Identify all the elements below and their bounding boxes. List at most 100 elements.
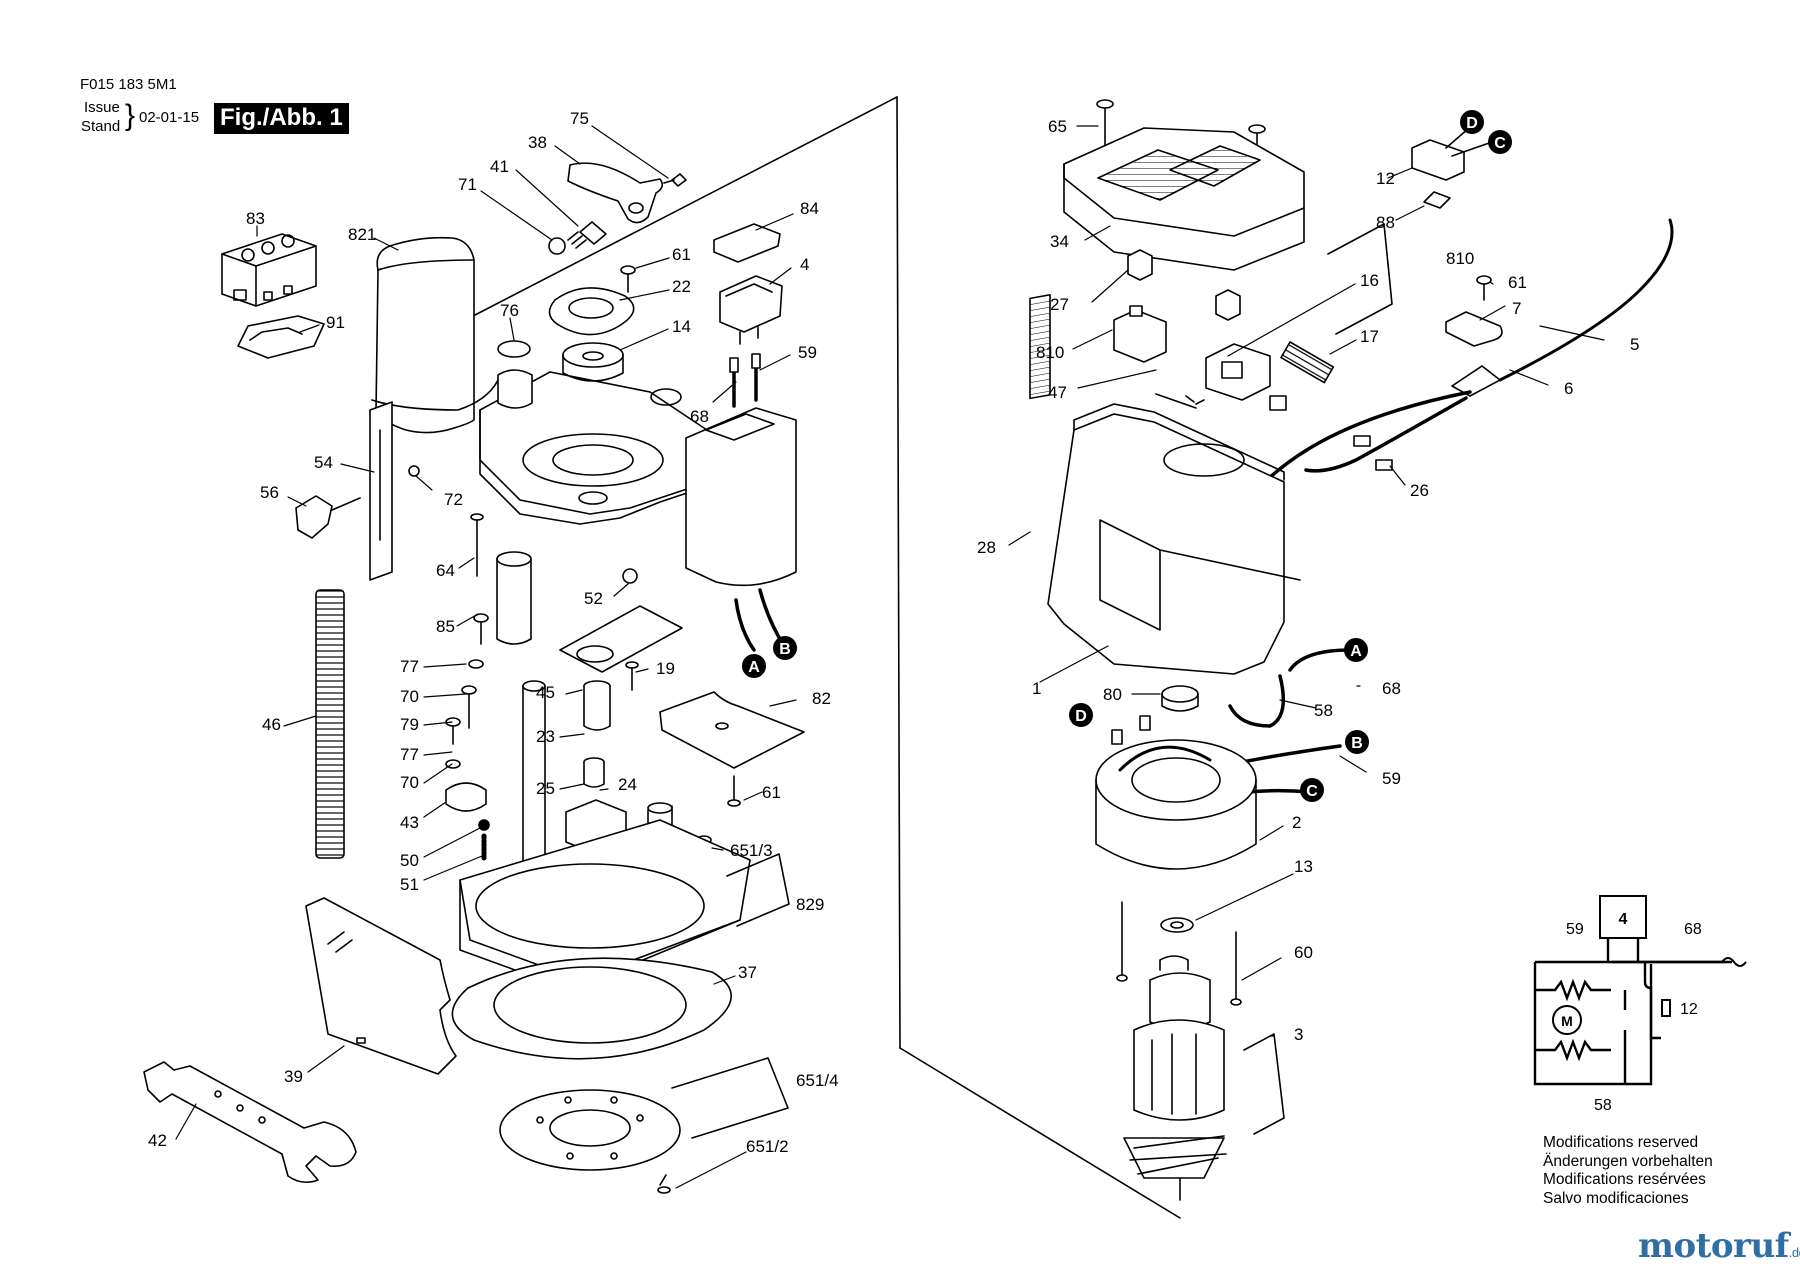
- callout: 28: [977, 538, 996, 557]
- capacitor-12: [1411, 121, 1493, 181]
- callout: 651/2: [746, 1137, 789, 1156]
- callout: 1: [1032, 679, 1041, 698]
- figure-label: Fig./Abb. 1: [214, 103, 349, 134]
- wire-58: [1228, 674, 1286, 728]
- brush-holder-810a: [1113, 305, 1167, 363]
- base-plate-37: [451, 957, 732, 1060]
- ball-50: [478, 819, 490, 831]
- small-parts-stack: [445, 613, 489, 769]
- svg-text:B: B: [1351, 735, 1363, 752]
- callout: 37: [738, 963, 757, 982]
- svg-text:B: B: [779, 641, 791, 658]
- callout: 77: [400, 745, 419, 764]
- callout: 54: [314, 453, 333, 472]
- callout-labels: 75 38 41 71 83 821 84 61 22 4 14 76 91 5…: [148, 109, 1639, 1156]
- screw-41: [567, 221, 607, 249]
- depth-lever-38: [567, 162, 664, 224]
- callout: 41: [490, 157, 509, 176]
- callout: 64: [436, 561, 455, 580]
- callout: 42: [148, 1131, 167, 1150]
- knob-56: [295, 495, 361, 539]
- svg-text:C: C: [1306, 783, 1318, 800]
- connector-c-right: C: [1300, 778, 1324, 802]
- issue-date: 02-01-15: [139, 109, 200, 126]
- guide-plate-82: [659, 691, 805, 769]
- callout: 52: [584, 589, 603, 608]
- note-line-fr: Modifications resérvées: [1543, 1171, 1706, 1188]
- callout: 91: [326, 313, 345, 332]
- callout: 88: [1376, 213, 1395, 232]
- callout: 46: [262, 715, 281, 734]
- callout: 39: [284, 1067, 303, 1086]
- terminal-block-83: [221, 233, 317, 307]
- bearing-80: [1161, 685, 1199, 712]
- note-line-es: Salvo modificaciones: [1543, 1189, 1689, 1207]
- callout: 38: [528, 133, 547, 152]
- callout: 17: [1360, 327, 1379, 346]
- connector-d-right: D: [1069, 703, 1093, 727]
- callout: 59: [1382, 769, 1401, 788]
- callout: 24: [618, 775, 637, 794]
- brush: [1269, 395, 1287, 411]
- screws-60: [1116, 901, 1242, 1006]
- motor-housing-top: [479, 371, 711, 525]
- switch-housing: [685, 407, 797, 652]
- wiring-schematic: 4 M 59 68 58 12: [1533, 895, 1747, 1114]
- callout: 25: [536, 779, 555, 798]
- spring-46: [315, 589, 345, 859]
- screw-19: [625, 661, 639, 691]
- callout: 4: [800, 255, 809, 274]
- callout: 651/4: [796, 1071, 839, 1090]
- callout: 79: [400, 715, 419, 734]
- callout: 26: [1410, 481, 1429, 500]
- callout: 61: [762, 783, 781, 802]
- schematic-label-58: 58: [1594, 1097, 1612, 1114]
- wrench-42: [143, 1061, 357, 1184]
- connector-d-top: D: [1460, 110, 1484, 134]
- part-88: [1423, 191, 1451, 209]
- svg-text:D: D: [1075, 708, 1087, 725]
- armature-3: [1123, 955, 1227, 1201]
- depth-rod-54: [369, 401, 393, 581]
- base-829: [459, 680, 751, 991]
- screw-64: [470, 513, 484, 577]
- callout: 829: [796, 895, 824, 914]
- connectors-26: [1353, 435, 1393, 471]
- section-divider: [414, 96, 1181, 1219]
- terminal-cover-91: [237, 315, 325, 359]
- callout: 60: [1294, 943, 1313, 962]
- bearing-plate-22: [548, 287, 635, 336]
- chip-guard-39: [305, 897, 457, 1075]
- motor-housing-1: [1047, 403, 1301, 675]
- screw-75: [663, 173, 687, 187]
- callout: 51: [400, 875, 419, 894]
- note-line-de: Änderungen vorbehalten: [1543, 1152, 1713, 1170]
- oring-switch: [650, 388, 682, 406]
- callout: 3: [1294, 1025, 1303, 1044]
- svg-text:A: A: [748, 659, 760, 676]
- callout: 71: [458, 175, 477, 194]
- feet-27: [1127, 249, 1241, 321]
- callout: 83: [246, 209, 265, 228]
- brush-holder-16: [1205, 343, 1271, 401]
- bearing-14: [562, 342, 624, 382]
- svg-text:A: A: [1350, 643, 1362, 660]
- schematic-label-12: 12: [1680, 1001, 1698, 1018]
- schematic-label-68: 68: [1684, 921, 1702, 938]
- screw-61a: [620, 265, 636, 293]
- bearing-13: [1160, 917, 1194, 933]
- field-coil-2: [1095, 715, 1257, 870]
- callout: 47: [1048, 383, 1067, 402]
- wire-68: [1288, 648, 1352, 672]
- nameplate-28: [1029, 294, 1051, 400]
- leader-lines: [175, 125, 1605, 1189]
- callout: 76: [500, 301, 519, 320]
- nut-71: [548, 237, 566, 255]
- callout: 7: [1512, 299, 1521, 318]
- issue-label: Issue: [84, 99, 120, 116]
- callout: 27: [1050, 295, 1069, 314]
- connector-b-right: B: [1345, 730, 1369, 754]
- connector-a-right: A: [1344, 638, 1368, 662]
- callout: 68: [690, 407, 709, 426]
